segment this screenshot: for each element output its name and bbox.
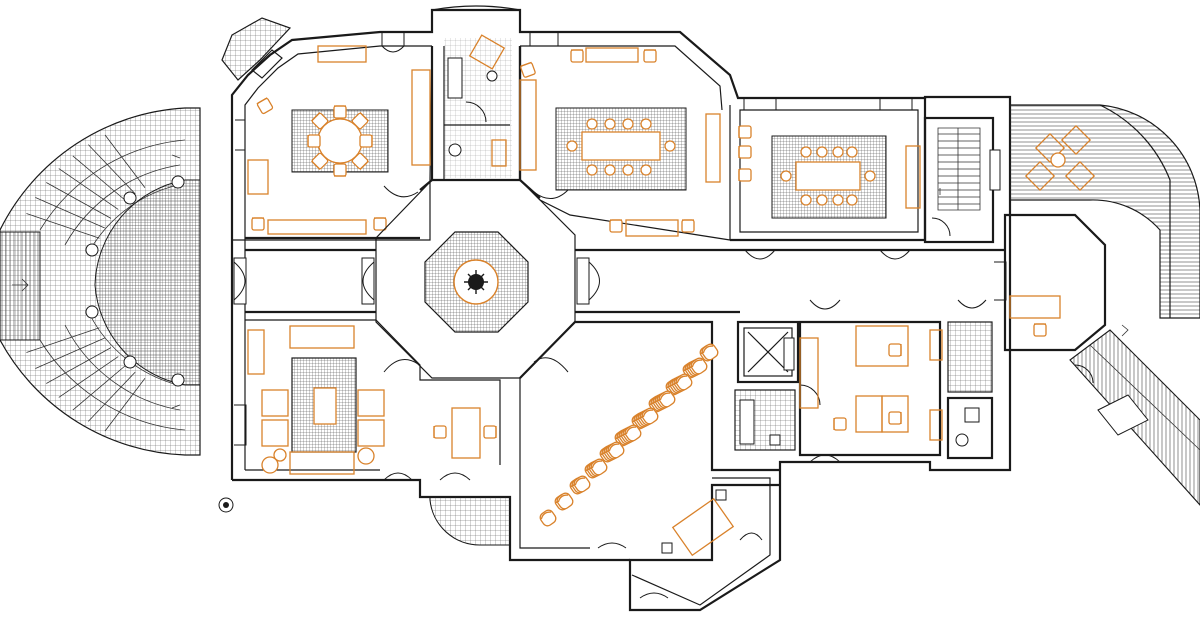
step-line: [88, 144, 136, 195]
step-line: [26, 327, 100, 353]
central-hall: [233, 179, 1005, 379]
room-office-desks: [798, 299, 943, 463]
step-line: [72, 155, 127, 202]
auditorium-seat: [537, 507, 559, 529]
room-meeting-north-east: [730, 98, 927, 242]
step-line: [88, 371, 136, 422]
northwest-bay: [221, 17, 292, 81]
room-conference-north: [518, 32, 731, 241]
west-terrace: [0, 107, 201, 456]
step-line: [46, 182, 112, 219]
plant-icon: [464, 270, 488, 294]
room-bath-north: [431, 5, 522, 182]
step-line: [58, 356, 119, 398]
step-line: [26, 213, 100, 239]
east-diagonal-stair: [1069, 324, 1200, 506]
step-line: [35, 337, 105, 369]
room-office-south-east: [597, 477, 771, 606]
exterior-walls: [230, 8, 1012, 612]
stair-core: [923, 116, 1001, 244]
room-auditorium: [519, 320, 780, 549]
room-office-east-octagon: [994, 213, 1107, 352]
room-living-south-west: [234, 319, 501, 481]
step-line: [104, 134, 146, 188]
step-line: [72, 364, 127, 411]
step-line: [35, 197, 105, 229]
stair-arrow-icon: [12, 278, 29, 292]
south-balcony: [218, 496, 511, 546]
stair-arrow-icon: [1121, 324, 1129, 337]
east-terrace: [1009, 104, 1200, 319]
step-line: [104, 378, 146, 432]
step-line: [58, 168, 119, 210]
lift-and-wc: [734, 320, 821, 451]
room-wc-east: [946, 299, 994, 460]
step-line: [46, 347, 112, 384]
